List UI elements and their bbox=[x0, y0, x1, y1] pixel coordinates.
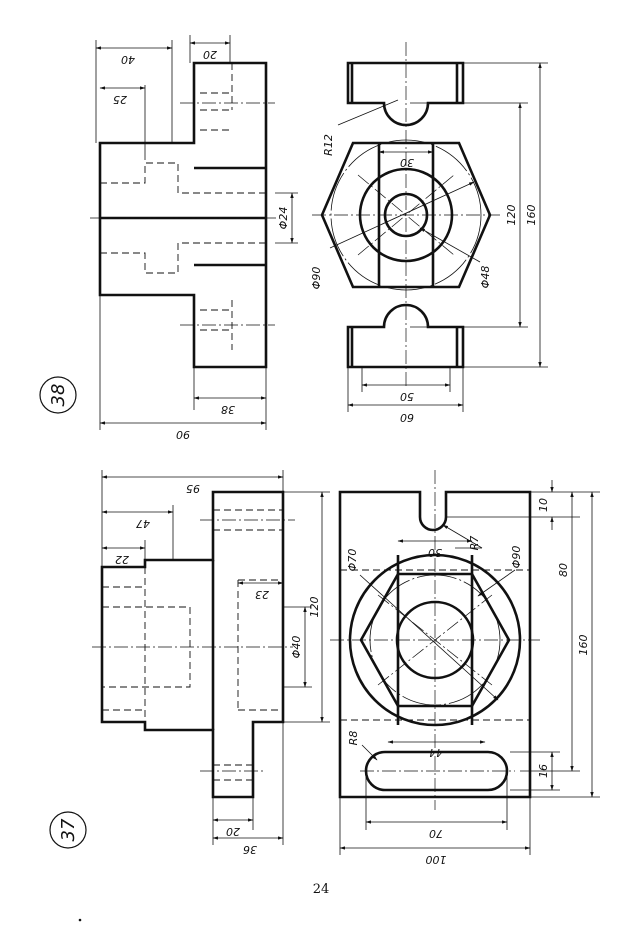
dim-38-90: 90 bbox=[176, 428, 190, 441]
dim-37-47: 47 bbox=[136, 517, 150, 530]
dim-38-d24: Φ24 bbox=[277, 207, 290, 230]
drawing-37-side-view bbox=[92, 490, 295, 799]
page-number: 24 bbox=[313, 882, 330, 897]
drawing-38: 40 20 25 38 90 Φ24 R12 30 Φ90 Φ48 50 60 … bbox=[39, 35, 548, 441]
problem-label-38: 38 bbox=[39, 376, 77, 414]
drawing-38-front-view bbox=[312, 42, 500, 388]
dim-38-d48: Φ48 bbox=[479, 266, 492, 289]
dim-37-d70: Φ70 bbox=[346, 549, 359, 572]
problem-number-37: 37 bbox=[58, 818, 79, 841]
dim-37-95: 95 bbox=[186, 482, 200, 495]
drawing-37: 95 47 22 23 Φ40 120 20 36 10 R7 30 Φ70 Φ… bbox=[49, 470, 600, 866]
dim-37-20: 20 bbox=[226, 825, 240, 838]
dim-37-d90: Φ90 bbox=[510, 546, 523, 569]
dim-37-10: 10 bbox=[537, 498, 550, 512]
dim-38-120: 120 bbox=[505, 205, 518, 226]
dim-38-r12: R12 bbox=[322, 134, 335, 156]
drawing-37-side-dimensions bbox=[101, 470, 330, 845]
drawing-38-side-dimensions bbox=[95, 35, 298, 430]
dim-38-38: 38 bbox=[221, 403, 235, 416]
dim-38-d90: Φ90 bbox=[310, 267, 323, 290]
dim-37-r8: R8 bbox=[347, 731, 360, 746]
dim-38-30: 30 bbox=[400, 156, 414, 169]
dim-38-160: 160 bbox=[525, 205, 538, 226]
dim-37-120: 120 bbox=[308, 597, 321, 618]
dim-37-22: 22 bbox=[115, 553, 129, 566]
drawing-37-labels: 95 47 22 23 Φ40 120 20 36 10 R7 30 Φ70 Φ… bbox=[49, 482, 590, 866]
dim-38-40: 40 bbox=[121, 53, 135, 66]
problem-label-37: 37 bbox=[49, 811, 87, 849]
dim-37-160: 160 bbox=[577, 635, 590, 656]
dim-37-r7: R7 bbox=[468, 536, 481, 551]
dim-37-23: 23 bbox=[255, 588, 269, 601]
drawing-38-front-dimensions bbox=[329, 62, 548, 412]
drawing-38-labels: 40 20 25 38 90 Φ24 R12 30 Φ90 Φ48 50 60 … bbox=[39, 48, 538, 441]
dim-37-36: 36 bbox=[243, 843, 257, 856]
dim-37-70: 70 bbox=[429, 827, 443, 840]
dim-38-50: 50 bbox=[400, 390, 414, 403]
drawing-38-side-view bbox=[90, 61, 276, 369]
scan-dot bbox=[78, 918, 82, 922]
problem-number-38: 38 bbox=[48, 384, 69, 407]
drawing-37-front-view bbox=[330, 470, 540, 810]
drawing-37-front-dimensions bbox=[339, 480, 600, 855]
dim-37-16: 16 bbox=[537, 764, 550, 778]
dim-37-d40: Φ40 bbox=[290, 636, 303, 659]
dim-38-25: 25 bbox=[113, 93, 127, 106]
dim-37-30: 30 bbox=[428, 546, 442, 559]
dim-38-60: 60 bbox=[400, 411, 414, 424]
dim-38-20: 20 bbox=[203, 48, 217, 61]
dim-37-44: 44 bbox=[429, 746, 443, 759]
dim-37-100: 100 bbox=[426, 853, 447, 866]
dim-37-80: 80 bbox=[557, 563, 570, 577]
